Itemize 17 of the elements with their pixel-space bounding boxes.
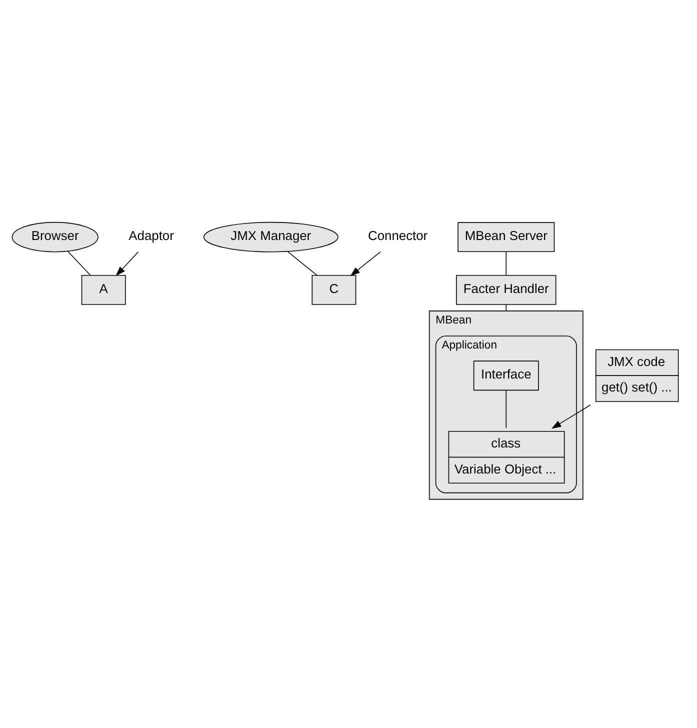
connector	[506, 252, 507, 276]
connector	[506, 304, 507, 312]
node-box: Interface	[473, 360, 539, 391]
node-box: Facter Handler	[456, 275, 556, 305]
node-ellipse: Browser	[12, 222, 98, 252]
arrow	[350, 252, 381, 276]
connector	[67, 250, 91, 276]
arrow	[551, 404, 591, 429]
arrow	[116, 252, 139, 276]
connector	[287, 251, 318, 276]
connector	[506, 390, 507, 428]
node-box: C	[312, 275, 356, 305]
node-text: Connector	[368, 228, 428, 244]
node-box: A	[81, 275, 126, 305]
node-text: Adaptor	[128, 228, 174, 244]
node-ellipse: JMX Manager	[203, 222, 338, 252]
node-box: MBean Server	[458, 222, 555, 252]
